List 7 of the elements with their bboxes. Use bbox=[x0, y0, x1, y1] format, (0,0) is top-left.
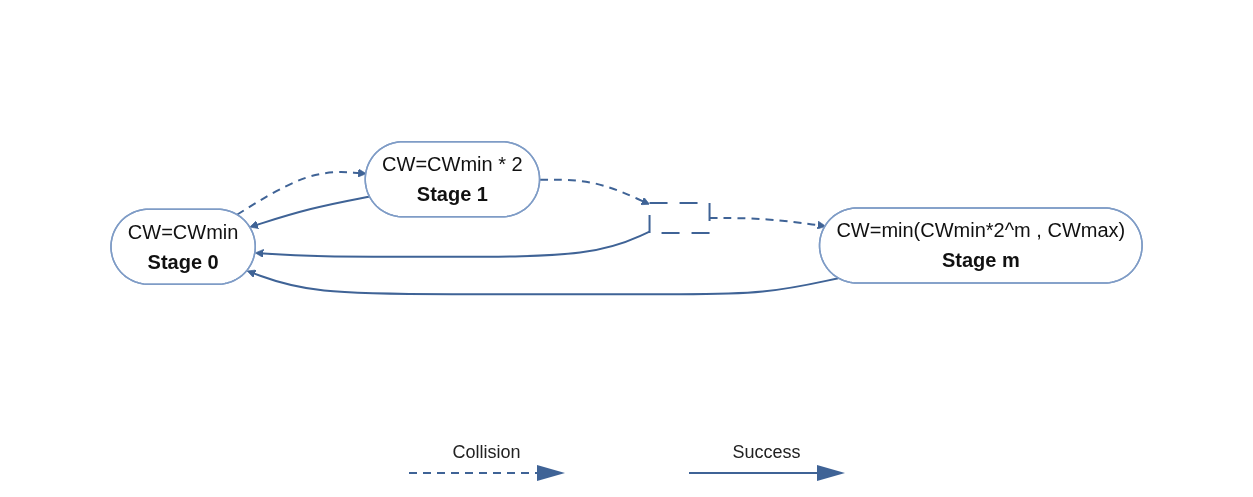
node-line bbox=[648, 202, 711, 234]
arrow bbox=[539, 178, 650, 206]
arrow bbox=[235, 168, 367, 216]
arrow bbox=[246, 269, 840, 296]
legend-label: Collision bbox=[452, 442, 521, 463]
legend-label: Success bbox=[732, 442, 801, 463]
arrow bbox=[249, 195, 371, 229]
